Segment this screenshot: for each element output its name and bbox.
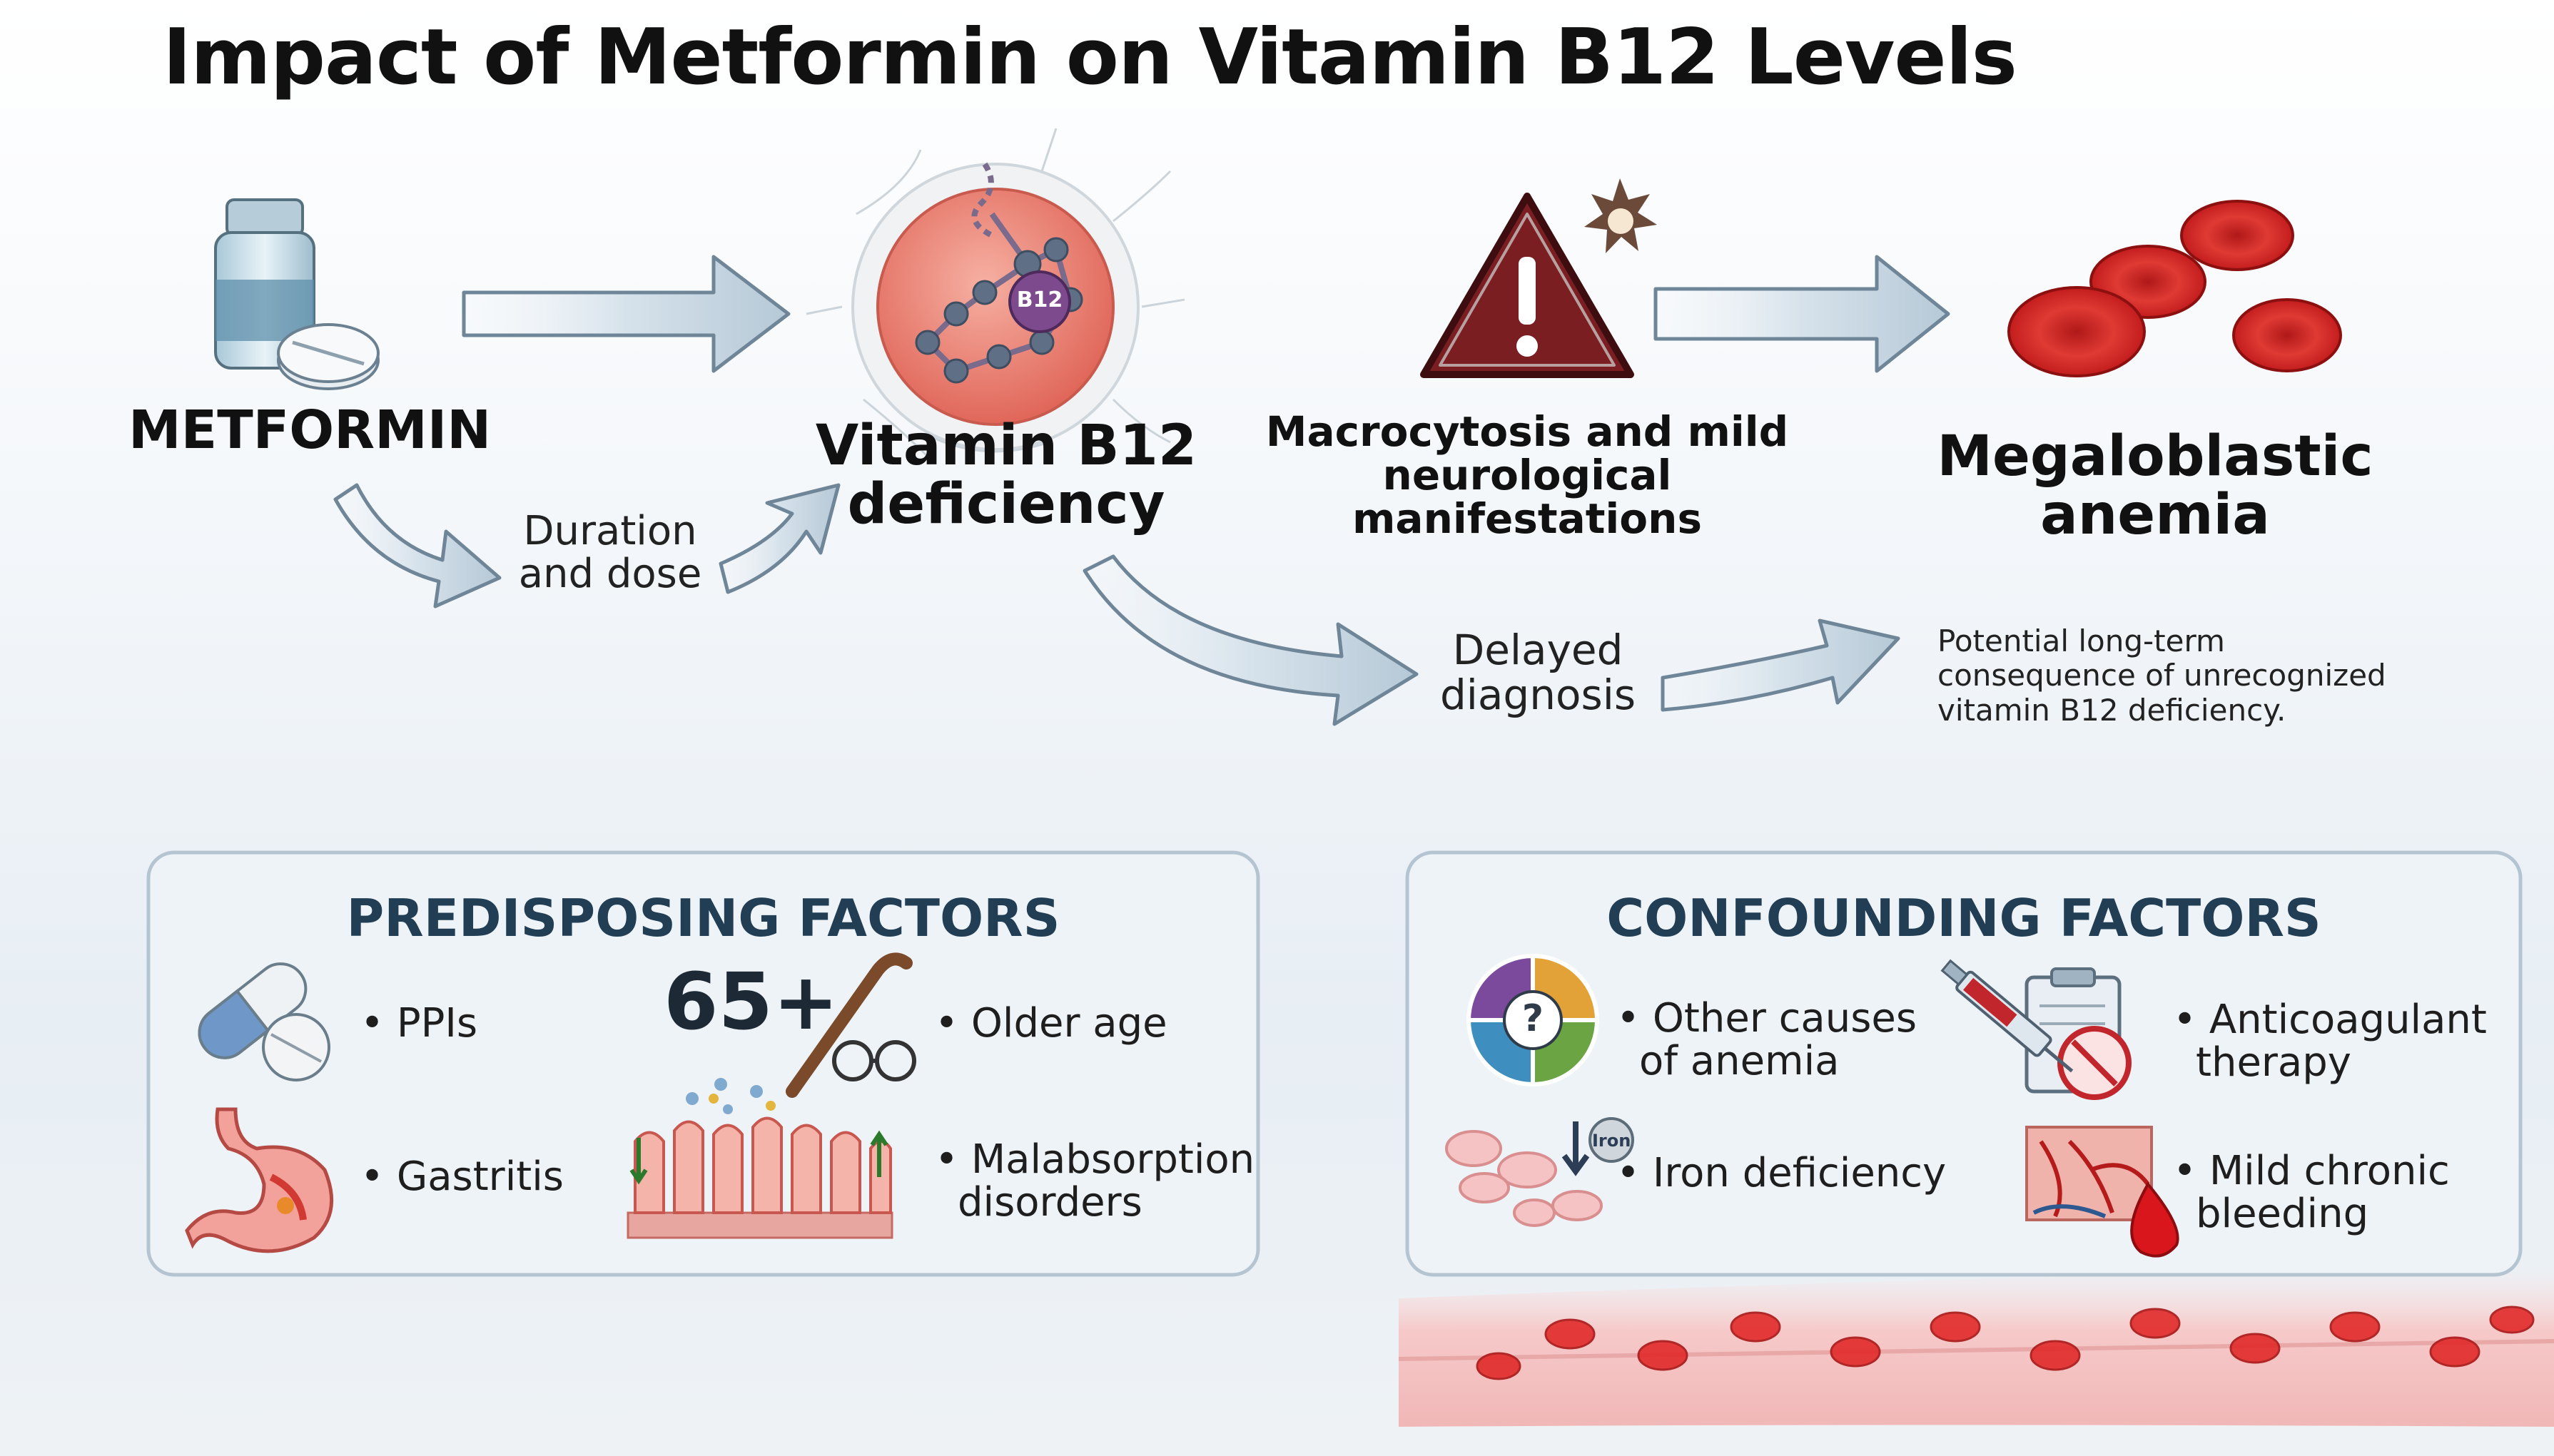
predisposing-title: PREDISPOSING FACTORS <box>346 888 1060 948</box>
capsule-icon <box>198 962 330 1081</box>
causes-wheel-icon <box>1466 953 1600 1087</box>
blood-vessel-icon <box>1398 1266 2554 1427</box>
pill-bottle-icon <box>214 198 315 370</box>
arrow-duration-to-b12 <box>719 483 841 594</box>
anticoagulant-line-1: • Anticoagulant <box>2173 997 2487 1043</box>
anticoagulant-line-2: therapy <box>2196 1039 2351 1086</box>
other-causes-line-2: of anemia <box>1639 1038 1840 1085</box>
bleeding-line-1: • Mild chronic <box>2173 1148 2450 1194</box>
age-65-badge: 65+ <box>664 956 839 1047</box>
arrow-metformin-to-duration <box>333 483 502 609</box>
consequence-line-2: consequence of unrecognized <box>1937 658 2386 693</box>
warning-icon <box>1420 193 1634 378</box>
older-age-item: • Older age <box>935 1000 1167 1047</box>
b12-deficiency-line-1: Vitamin B12 <box>815 414 1197 478</box>
duration-dose-label: Duration and dose <box>492 508 728 598</box>
intestinal-villi-icon <box>627 1078 893 1239</box>
bleeding-item: • Mild chronic bleeding <box>2173 1148 2450 1238</box>
b12-cell-icon <box>806 128 1185 458</box>
syringe-clipboard-icon <box>1940 959 2132 1100</box>
arrow-b12-to-delayed <box>1083 554 1419 726</box>
tablet-icon <box>277 323 380 390</box>
down-arrow-icon <box>1561 1117 1634 1176</box>
consequence-note: Potential long-term consequence of unrec… <box>1937 623 2480 728</box>
bleeding-tissue-icon <box>2025 1126 2179 1258</box>
confounding-title: CONFOUNDING FACTORS <box>1606 888 2321 948</box>
confounding-panel <box>1405 850 2523 1277</box>
iron-deficiency-item: • Iron deficiency <box>1616 1150 1947 1196</box>
b12-badge: B12 <box>1016 287 1063 312</box>
macrocytosis-label: Macrocytosis and mild neurological manif… <box>1206 410 1848 541</box>
malabsorption-line-1: • Malabsorption <box>935 1136 1255 1183</box>
ppis-item: • PPIs <box>360 1000 478 1047</box>
malabsorption-line-2: disorders <box>958 1179 1142 1226</box>
burst-icon <box>1584 178 1657 253</box>
arrow-metformin-to-b12 <box>462 255 791 373</box>
page-title: Impact of Metformin on Vitamin B12 Level… <box>163 13 2017 102</box>
anticoagulant-item: • Anticoagulant therapy <box>2173 997 2487 1086</box>
stomach-icon <box>185 1107 334 1253</box>
macrocytosis-line-2: neurological manifestations <box>1352 450 1702 543</box>
delayed-line-1: Delayed <box>1452 626 1623 674</box>
question-mark-icon: ? <box>1521 997 1544 1040</box>
delayed-line-2: diagnosis <box>1439 670 1636 719</box>
gastritis-item: • Gastritis <box>360 1154 564 1200</box>
other-causes-item: • Other causes of anemia <box>1616 997 1917 1084</box>
duration-dose-line-1: Duration <box>523 508 697 554</box>
duration-dose-line-2: and dose <box>518 551 702 598</box>
megaloblastic-label: Megaloblastic anemia <box>1927 424 2383 547</box>
consequence-line-3: vitamin B12 deficiency. <box>1937 692 2286 728</box>
megaloblastic-line-1: Megaloblastic <box>1937 424 2373 489</box>
pale-cells-icon <box>1445 1130 1603 1227</box>
arrow-warning-to-anemia <box>1653 255 1950 373</box>
malabsorption-item: • Malabsorption disorders <box>935 1136 1255 1226</box>
predisposing-panel <box>146 850 1260 1277</box>
arrow-delayed-to-consequence <box>1661 618 1900 712</box>
consequence-line-1: Potential long-term <box>1937 623 2225 658</box>
cane-glasses-icon <box>786 952 916 1098</box>
megaloblastic-line-2: anemia <box>2040 482 2270 547</box>
b12-deficiency-label: Vitamin B12 deficiency <box>814 417 1199 534</box>
macrocytosis-line-1: Macrocytosis and mild <box>1265 407 1789 456</box>
other-causes-line-1: • Other causes <box>1616 995 1917 1042</box>
b12-deficiency-line-2: deficiency <box>847 472 1165 536</box>
flow-arrows <box>333 255 1950 726</box>
red-blood-cells-icon <box>2007 200 2342 377</box>
bleeding-line-2: bleeding <box>2196 1191 2369 1238</box>
iron-badge: Iron <box>1592 1131 1631 1151</box>
metformin-label: METFORMIN <box>128 399 492 461</box>
delayed-diagnosis-label: Delayed diagnosis <box>1409 628 1666 717</box>
